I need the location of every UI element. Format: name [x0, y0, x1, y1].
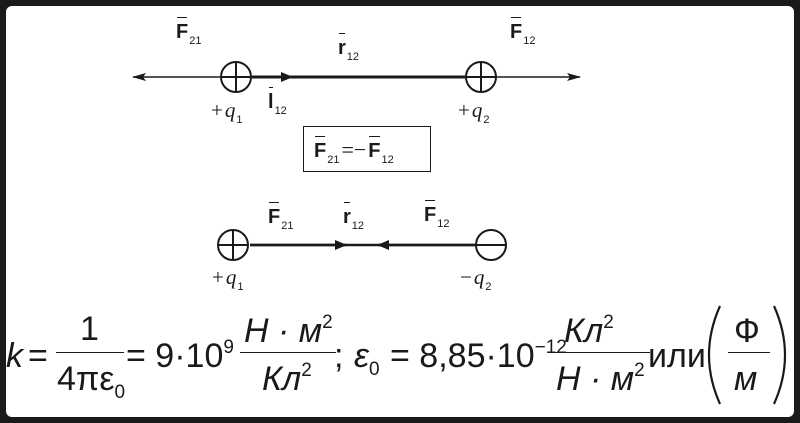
- farad-numerator: Ф: [734, 312, 760, 350]
- charge-q2-bottom: [475, 229, 507, 261]
- label-q1-top: +q1: [211, 98, 243, 126]
- fraction-bar-4: [728, 352, 770, 353]
- label-q1-bottom: +q1: [212, 265, 244, 293]
- fraction-bar-1: [56, 352, 124, 353]
- formula-k: k: [6, 337, 23, 375]
- formula-equals-1: =: [28, 337, 48, 375]
- coulomb-constant-formula: k = 1 4πε0 = 9·109 Н · м2 Кл2 ; ε0 = 8,8…: [0, 300, 800, 410]
- equation-newton-third-law: F21=−F12: [314, 136, 394, 166]
- unit1-numerator: Н · м2: [244, 312, 333, 350]
- parentheses: [707, 305, 787, 405]
- label-q2-bottom: −q2: [460, 265, 492, 293]
- farad-denominator: м: [734, 360, 758, 398]
- label-force21-top: F21: [176, 17, 202, 47]
- label-force12-top: F12: [510, 17, 536, 47]
- equation-box: [303, 126, 431, 172]
- charge-q1-top: [220, 61, 252, 93]
- fraction-bar-3: [552, 352, 650, 353]
- label-r12-top: r12: [338, 33, 360, 63]
- label-force21-bottom: F21: [268, 202, 294, 232]
- unit1-denominator: Кл2: [262, 360, 312, 398]
- label-r12-bottom: r12: [343, 202, 365, 232]
- charge-q1-bottom: [217, 229, 249, 261]
- formula-or-word: или: [648, 337, 706, 375]
- unit2-denominator: Н · м2: [556, 360, 645, 398]
- formula-value-k: = 9·109: [126, 337, 234, 375]
- label-q2-top: +q2: [458, 98, 490, 126]
- formula-den: 4πε0: [57, 360, 126, 403]
- formula-num-one: 1: [80, 310, 99, 348]
- label-unit-vector: l12: [268, 87, 287, 117]
- label-force12-bottom: F12: [424, 200, 450, 230]
- formula-epsilon: ε0: [354, 337, 380, 380]
- charge-q2-top: [465, 61, 497, 93]
- unit2-numerator: Кл2: [564, 312, 614, 350]
- fraction-bar-2: [240, 352, 336, 353]
- formula-semicolon: ;: [334, 337, 344, 375]
